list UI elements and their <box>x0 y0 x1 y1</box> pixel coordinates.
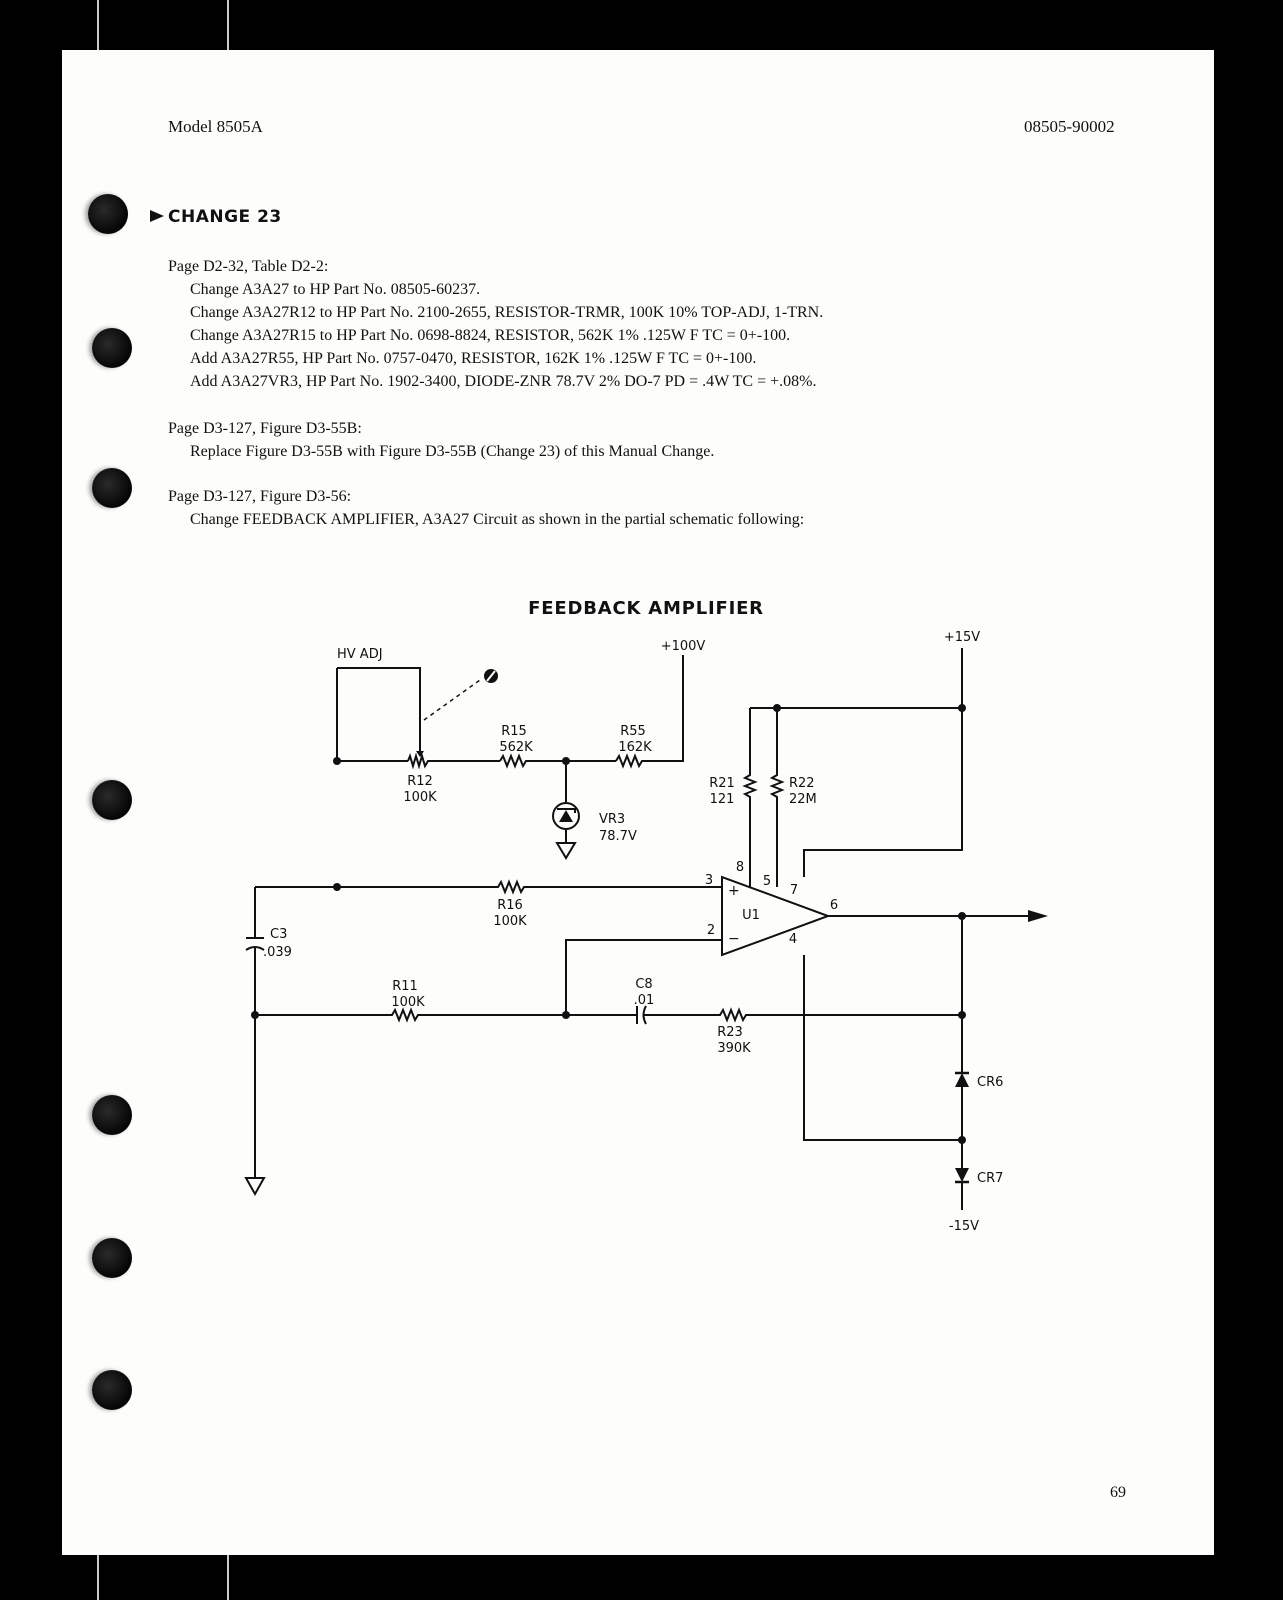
c8-ref: C8 <box>635 977 652 992</box>
scan-artifact-line <box>97 1555 99 1600</box>
r12-value: 100K <box>403 790 437 805</box>
pin-6: 6 <box>830 898 838 913</box>
r21-value: 121 <box>710 792 735 807</box>
model-label: Model 8505A <box>168 117 263 136</box>
cr7-ref: CR7 <box>977 1171 1003 1186</box>
binder-hole <box>92 468 132 508</box>
vr3-zener: VR3 78.7V <box>552 761 637 860</box>
binder-hole <box>92 780 132 820</box>
r16-ref: R16 <box>497 898 523 913</box>
r22-value: 22M <box>789 792 817 807</box>
vr3-ref: VR3 <box>599 812 625 827</box>
change-line: Change A3A27R15 to HP Part No. 0698-8824… <box>190 327 791 344</box>
u1-opamp: U1 + − 3 2 8 5 7 6 4 <box>705 860 838 957</box>
document-page <box>62 50 1214 1555</box>
page-number: 69 <box>1110 1484 1126 1501</box>
binder-hole <box>92 1370 132 1410</box>
c3-ref: C3 <box>270 927 287 942</box>
output-and-diodes: CR6 CR7 -15V <box>803 910 1048 1234</box>
binder-hole <box>88 194 128 234</box>
r11-c8-r23-branch: R11 100K C8 .01 R23 390K <box>251 939 966 1056</box>
schematic-title: FEEDBACK AMPLIFIER <box>528 598 764 619</box>
plus-15v-rail: +15V R21 121 R22 22M <box>709 630 980 887</box>
r11-ref: R11 <box>392 979 418 994</box>
u1-ref: U1 <box>742 908 760 923</box>
r12-ref: R12 <box>407 774 433 789</box>
pin-4: 4 <box>789 932 797 947</box>
vr3-value: 78.7V <box>599 829 637 844</box>
change-title: CHANGE 23 <box>168 207 282 227</box>
r21-ref: R21 <box>709 776 735 791</box>
pin-2: 2 <box>707 923 715 938</box>
binder-hole <box>92 328 132 368</box>
pin-5: 5 <box>763 874 771 889</box>
pin-8: 8 <box>736 860 744 875</box>
change-line: Add A3A27R55, HP Part No. 0757-0470, RES… <box>190 350 757 367</box>
minus-pin-sign: − <box>728 931 740 947</box>
plus-100v-label: +100V <box>661 639 706 654</box>
c8-value: .01 <box>634 993 655 1008</box>
hv-adj-loop: HV ADJ <box>336 647 498 761</box>
binder-hole <box>92 1238 132 1278</box>
ground-symbol <box>244 1015 266 1197</box>
scan-artifact-line <box>227 0 229 50</box>
section-heading: Page D3-127, Figure D3-56: <box>168 488 352 505</box>
pin-7: 7 <box>790 883 798 898</box>
change-line: Replace Figure D3-55B with Figure D3-55B… <box>190 443 715 460</box>
scan-artifact-line <box>227 1555 229 1600</box>
section-heading: Page D2-32, Table D2-2: <box>168 258 329 275</box>
r23-value: 390K <box>717 1041 751 1056</box>
document-number: 08505-90002 <box>1024 117 1115 136</box>
change-line: Add A3A27VR3, HP Part No. 1902-3400, DIO… <box>190 373 817 390</box>
cr6-ref: CR6 <box>977 1075 1003 1090</box>
r55-value: 162K <box>618 740 652 755</box>
c3-value: .039 <box>263 945 292 960</box>
r15-value: 562K <box>499 740 533 755</box>
minus-15v-label: -15V <box>949 1219 979 1234</box>
r55-ref: R55 <box>620 724 646 739</box>
pin-3: 3 <box>705 873 713 888</box>
r16-value: 100K <box>493 914 527 929</box>
plus-pin-sign: + <box>728 883 740 899</box>
change-arrow-icon <box>150 210 164 222</box>
change-line: Change FEEDBACK AMPLIFIER, A3A27 Circuit… <box>190 511 805 528</box>
r12-r15-r55-branch: R12 100K R15 562K R55 162K +100V <box>333 639 705 805</box>
r11-value: 100K <box>391 995 425 1010</box>
r15-ref: R15 <box>501 724 527 739</box>
r23-ref: R23 <box>717 1025 743 1040</box>
scan-artifact-line <box>97 0 99 50</box>
output-arrow-icon <box>1028 910 1048 922</box>
section-heading: Page D3-127, Figure D3-55B: <box>168 420 362 437</box>
plus-15v-label: +15V <box>944 630 980 645</box>
change-line: Change A3A27R12 to HP Part No. 2100-2655… <box>190 304 824 321</box>
change-line: Change A3A27 to HP Part No. 08505-60237. <box>190 281 481 298</box>
binder-hole <box>92 1095 132 1135</box>
r16-c3-branch: R16 100K C3 .039 <box>245 879 722 1015</box>
r22-ref: R22 <box>789 776 815 791</box>
hv-adj-label: HV ADJ <box>337 647 383 662</box>
